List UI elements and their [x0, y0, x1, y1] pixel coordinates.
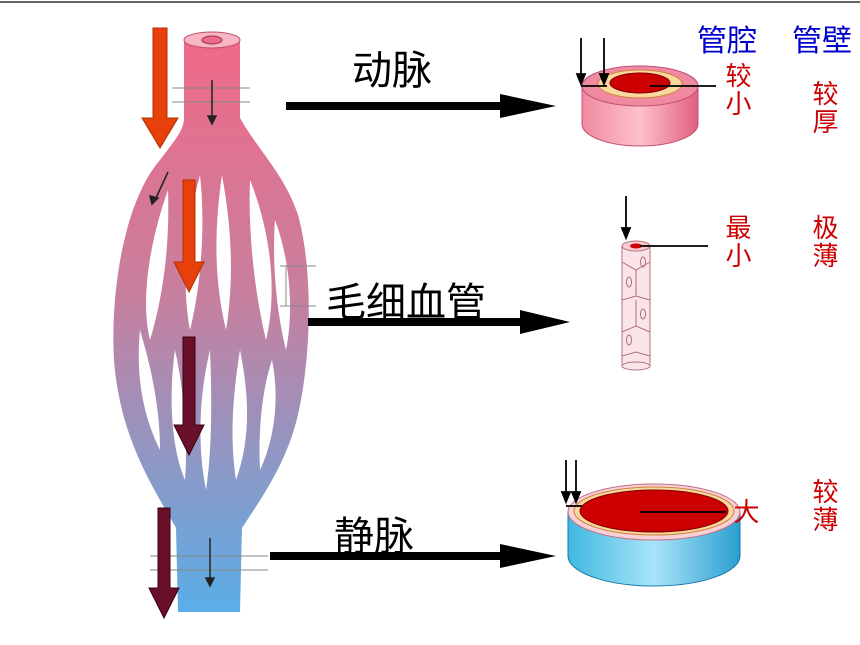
- wall-column-header: 管壁: [792, 24, 852, 59]
- artery-wall-value: 较厚: [808, 80, 838, 136]
- vein-label: 静脉: [334, 514, 414, 560]
- vein-cross-section: [560, 460, 741, 587]
- artery-cross-section: [575, 38, 716, 147]
- pointer-arrows: [270, 94, 570, 568]
- flow-arrow-red-1: [141, 27, 179, 149]
- capillary-label: 毛细血管: [326, 280, 486, 326]
- capillary-cross-section: [620, 196, 708, 371]
- artery-lumen-top: [201, 35, 223, 45]
- flow-arrow-dark-1: [173, 336, 205, 457]
- vessel-network-body: [113, 40, 309, 612]
- artery-label: 动脉: [352, 48, 432, 94]
- artery-lumen: [609, 72, 671, 94]
- flow-arrow-dark-2: [148, 507, 180, 620]
- artery-pointer-arrow: [286, 94, 556, 118]
- lumen-column-header: 管腔: [697, 24, 757, 59]
- flow-arrow-red-2: [173, 179, 205, 294]
- flow-arrows: [141, 27, 205, 620]
- vein-lumen: [579, 489, 729, 533]
- vein-lumen-value: 大: [729, 498, 759, 526]
- vessel-network: [113, 31, 316, 612]
- artery-lumen-value: 较小: [721, 62, 751, 118]
- capillary-pointer-arrow: [308, 310, 570, 334]
- capillary-wall-value: 极薄: [808, 214, 838, 270]
- vein-pointer-arrow: [270, 544, 556, 568]
- capillary-lumen-value: 最小: [721, 214, 751, 270]
- vein-wall-value: 较薄: [808, 478, 838, 534]
- capillary-lumen: [630, 243, 642, 249]
- capillary-gaps: [138, 175, 291, 490]
